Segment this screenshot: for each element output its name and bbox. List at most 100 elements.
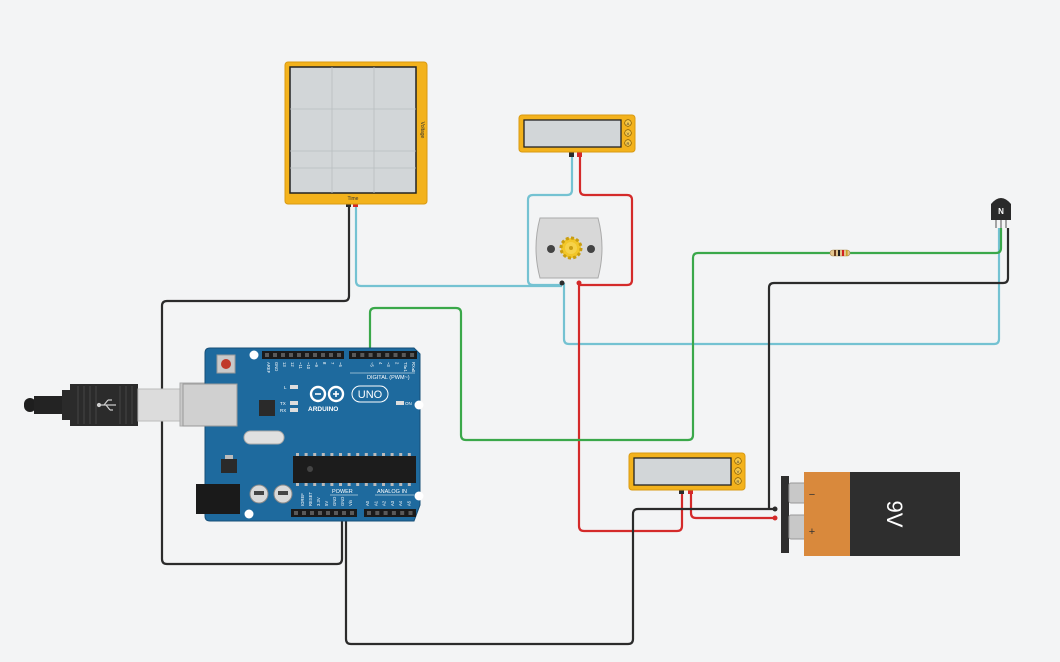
- led-rx-label: RX: [280, 408, 286, 413]
- uno-label: UNO: [358, 389, 383, 401]
- pin-hole[interactable]: [385, 353, 390, 357]
- multimeter-bottom-mode-buttons[interactable]: A V R: [734, 457, 742, 485]
- mode-v-label: V: [737, 469, 740, 474]
- wire-meter-motor-red[interactable]: [578, 155, 634, 287]
- wire-meter-motor-blue[interactable]: [526, 155, 574, 287]
- pin-hole[interactable]: [383, 511, 388, 515]
- pin-hole[interactable]: [360, 353, 365, 357]
- multimeter-top[interactable]: A V R: [518, 114, 636, 153]
- transistor[interactable]: N: [991, 198, 1011, 228]
- dc-motor[interactable]: [535, 217, 603, 279]
- chip-leg: [382, 483, 385, 486]
- wire-motor-transistor[interactable]: [562, 228, 1001, 346]
- pin-hole[interactable]: [289, 353, 293, 357]
- pin-hole[interactable]: [321, 353, 325, 357]
- pin-hole[interactable]: [350, 511, 354, 515]
- digital-pin-label: RX◂0: [411, 362, 416, 373]
- chip-leg: [339, 483, 342, 486]
- pin-hole[interactable]: [305, 353, 309, 357]
- power-pin-label: GND: [332, 497, 337, 506]
- pin-hole[interactable]: [337, 353, 341, 357]
- wire-meter-battery-red[interactable]: [689, 492, 777, 520]
- digital-pin-label: 7: [330, 362, 335, 365]
- wire-motor-meter-red[interactable]: [577, 283, 684, 533]
- microcontroller: [293, 456, 416, 483]
- multimeter-bottom[interactable]: A V R: [628, 452, 746, 491]
- digital-pin-label: 2: [395, 362, 400, 365]
- analog-pin-label: A2: [382, 500, 387, 506]
- pin-hole[interactable]: [329, 353, 333, 357]
- pin-hole[interactable]: [281, 353, 285, 357]
- pin-hole[interactable]: [375, 511, 380, 515]
- mode-a-label: A: [627, 121, 630, 126]
- wire-scope-gnd[interactable]: [160, 205, 351, 566]
- pin-hole[interactable]: [401, 353, 406, 357]
- pin-hole[interactable]: [302, 511, 306, 515]
- pin-hole[interactable]: [310, 511, 314, 515]
- power-jack: [196, 484, 240, 514]
- pin-hole[interactable]: [334, 511, 338, 515]
- digital-pin-label: 12: [290, 362, 295, 367]
- multimeter-top-mode-buttons[interactable]: A V R: [624, 119, 632, 147]
- oscilloscope-screen: [289, 66, 417, 194]
- pin-hole[interactable]: [313, 353, 317, 357]
- mode-a-button[interactable]: [734, 457, 742, 465]
- mode-r-button[interactable]: [734, 477, 742, 485]
- pin-hole[interactable]: [342, 511, 346, 515]
- chip-leg: [356, 483, 360, 486]
- mode-v-label: V: [627, 131, 630, 136]
- pin-hole[interactable]: [368, 353, 373, 357]
- chip-leg: [347, 453, 351, 456]
- wire-scope-motor[interactable]: [354, 205, 562, 288]
- header-power: [291, 509, 357, 517]
- pin-hole[interactable]: [376, 353, 381, 357]
- chip-leg: [364, 483, 368, 486]
- mode-v-button[interactable]: [624, 129, 632, 137]
- pin-hole[interactable]: [318, 511, 322, 515]
- multimeter-bottom-display: [633, 457, 732, 486]
- pin-hole[interactable]: [400, 511, 405, 515]
- power-pin-label: IOREF: [300, 493, 305, 506]
- digital-pin-label: TX▸1: [403, 362, 408, 372]
- pin-hole[interactable]: [297, 353, 301, 357]
- digital-pin-holes[interactable]: [265, 353, 415, 357]
- battery-9v[interactable]: − + 9V: [781, 472, 960, 556]
- mounting-hole: [414, 491, 424, 501]
- chip-leg: [304, 483, 308, 486]
- resistor[interactable]: [829, 249, 851, 257]
- pin-hole[interactable]: [326, 511, 330, 515]
- chip-leg: [321, 483, 325, 486]
- multimeter-top-display: [523, 119, 622, 148]
- reset-button-cap[interactable]: [221, 359, 231, 369]
- wire-pin-resistor[interactable]: [368, 251, 830, 442]
- pin-hole[interactable]: [265, 353, 269, 357]
- pin-hole[interactable]: [393, 353, 398, 357]
- pin-hole[interactable]: [294, 511, 298, 515]
- pin-hole[interactable]: [410, 353, 415, 357]
- mode-v-button[interactable]: [734, 467, 742, 475]
- chip-leg: [313, 483, 317, 486]
- chip-leg: [339, 453, 342, 456]
- pin-hole[interactable]: [391, 511, 396, 515]
- digital-pin-label: ~9: [314, 362, 319, 367]
- pin-hole[interactable]: [367, 511, 371, 515]
- chip-leg: [313, 453, 317, 456]
- pin-hole[interactable]: [352, 353, 356, 357]
- led-l-label: L: [284, 385, 287, 390]
- wire-resistor-transistor[interactable]: [850, 228, 1003, 255]
- power-analog-pin-holes[interactable]: [294, 511, 413, 515]
- oscilloscope[interactable]: Voltage Time: [284, 61, 428, 205]
- wire-battery-transistor[interactable]: [767, 228, 1010, 509]
- chip-leg: [382, 453, 385, 456]
- chip-leg: [399, 453, 403, 456]
- pin-hole[interactable]: [273, 353, 277, 357]
- mode-r-button[interactable]: [624, 139, 632, 147]
- pin-hole[interactable]: [408, 511, 413, 515]
- analog-pin-label: A3: [390, 500, 395, 506]
- mode-a-button[interactable]: [624, 119, 632, 127]
- chip-leg: [356, 453, 360, 456]
- wire-gnd-battery[interactable]: [344, 507, 777, 646]
